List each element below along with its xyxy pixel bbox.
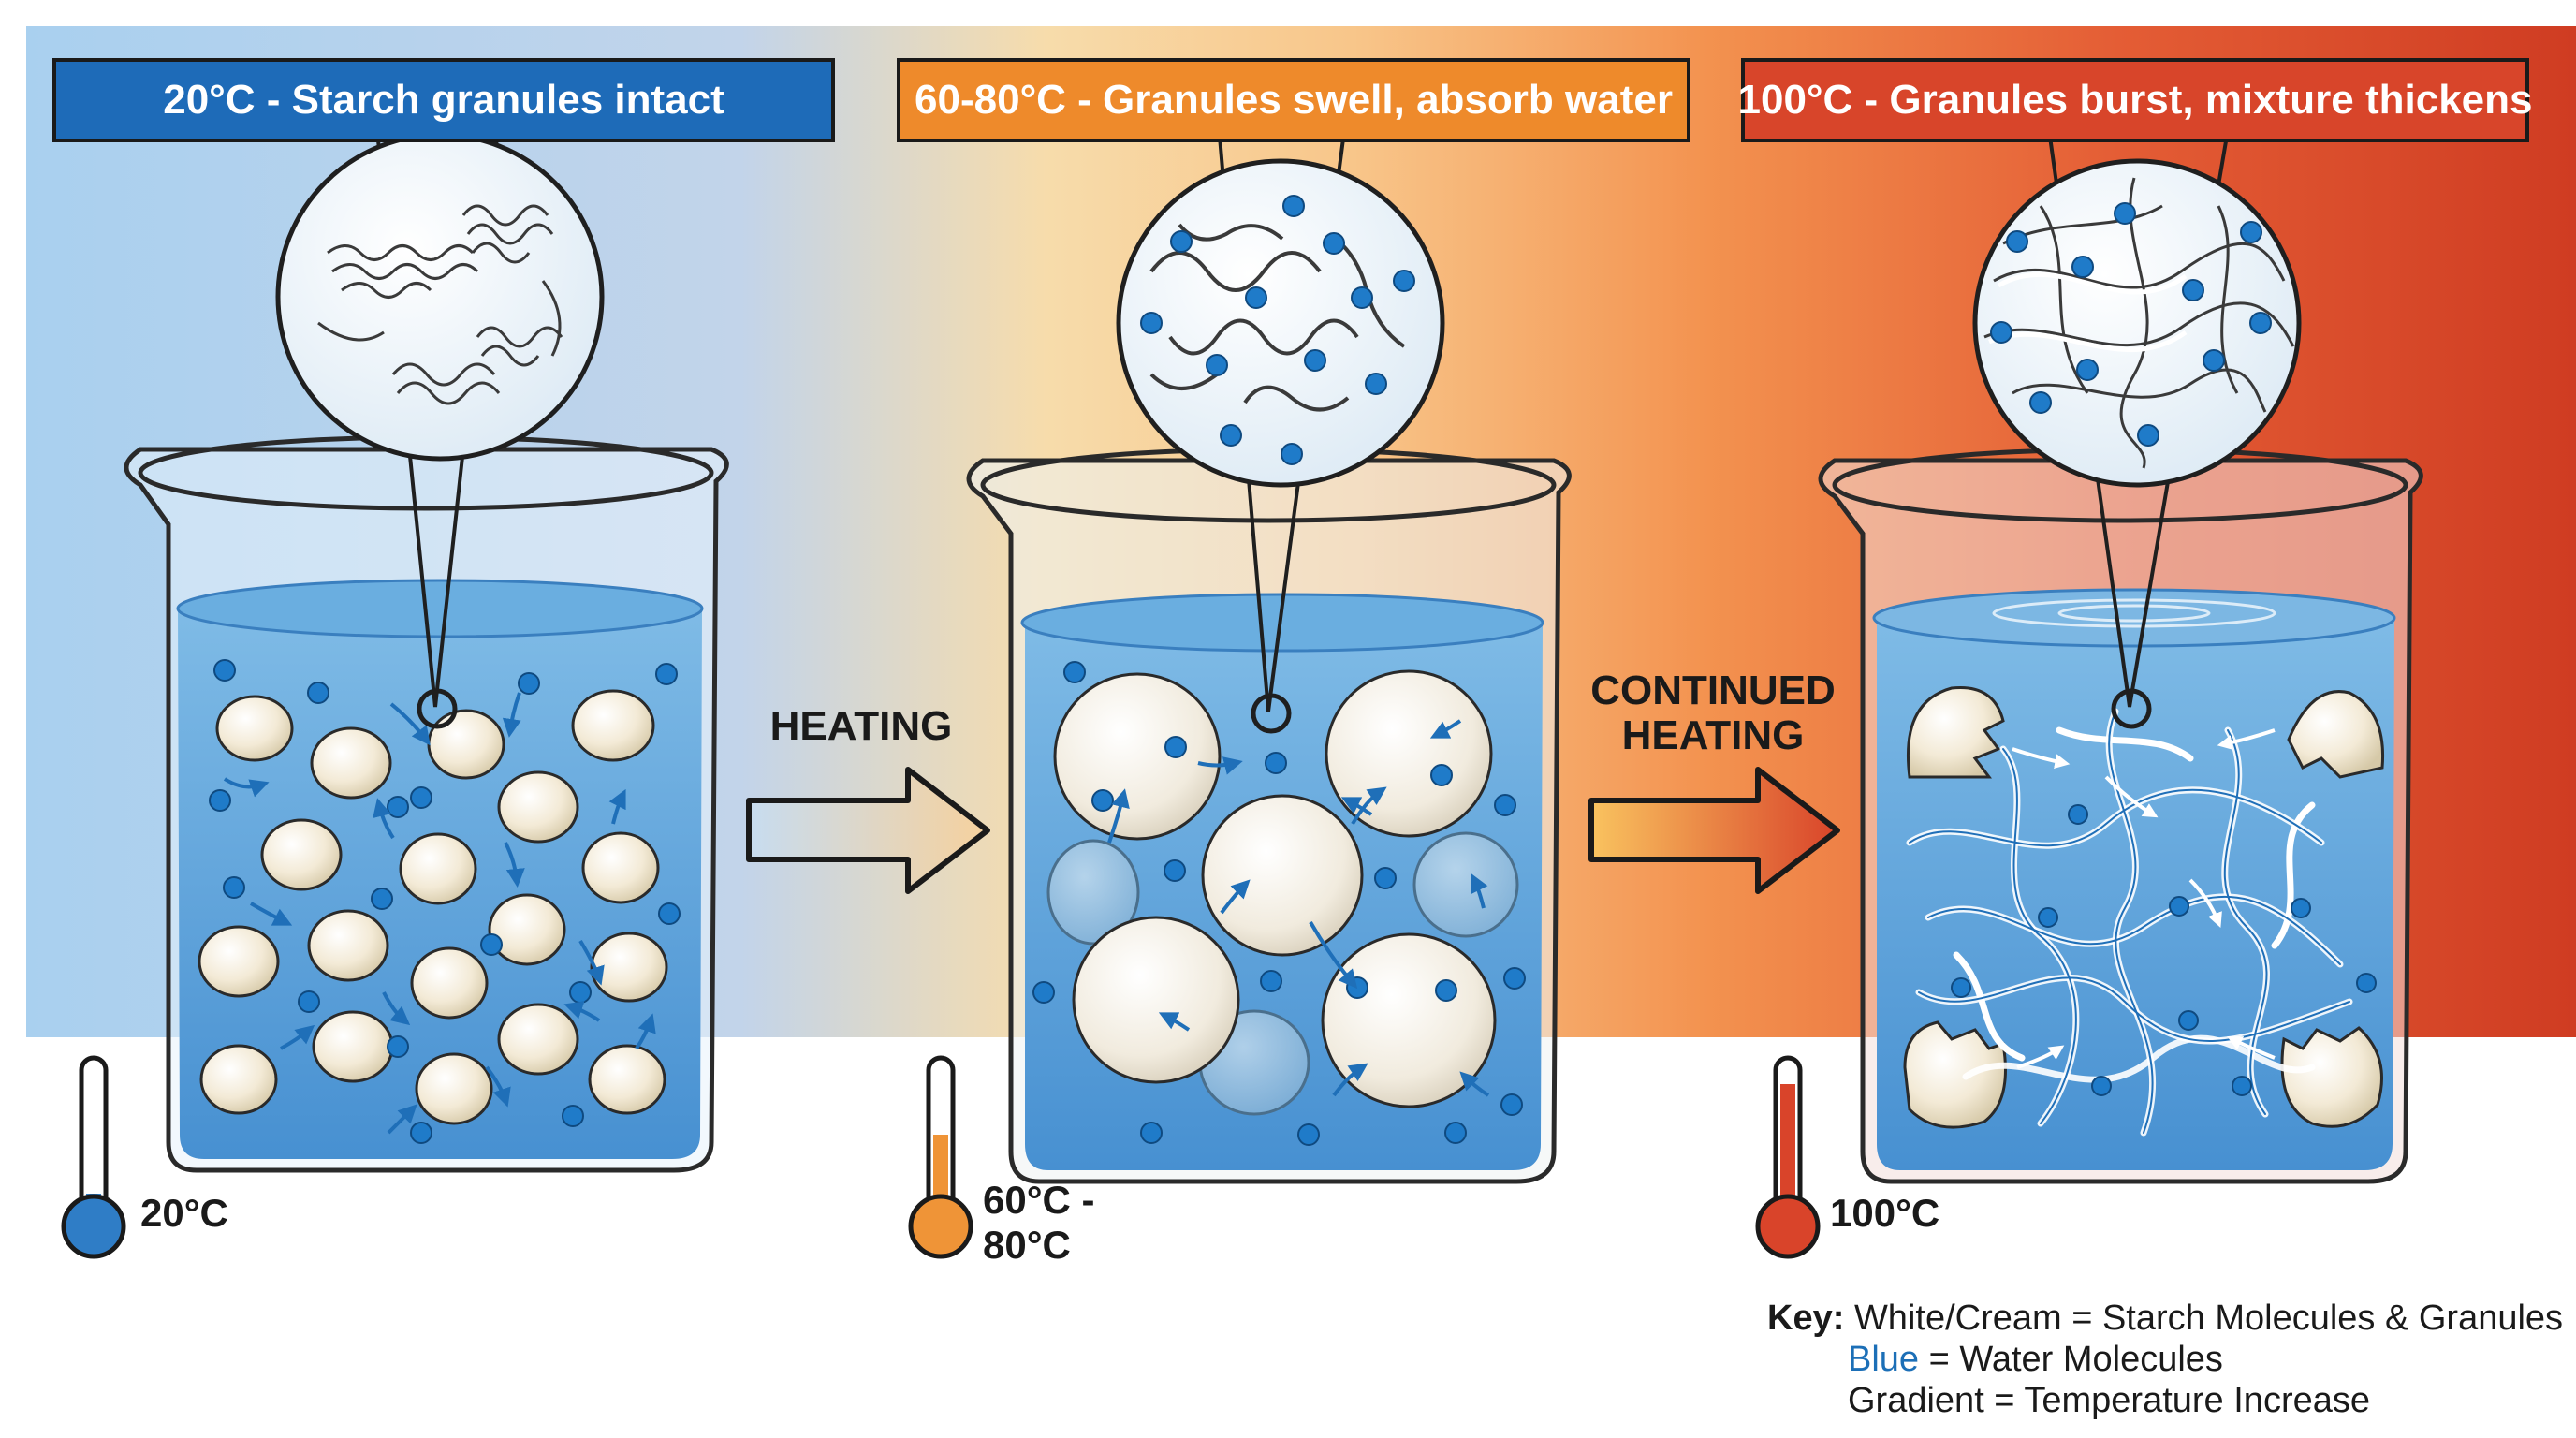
temperature-label-20c: 20°C <box>140 1191 228 1236</box>
key-gradient-entry: Gradient = Temperature Increase <box>1848 1381 2370 1420</box>
beaker-20c <box>124 102 729 1173</box>
motion-arrows <box>223 692 656 1135</box>
thermometer-100c <box>1755 1055 1821 1259</box>
temperature-label-60-80c: 60°C - 80°C <box>983 1178 1095 1268</box>
intact-granules <box>198 689 668 1125</box>
beaker-60-80c <box>966 102 1572 1184</box>
stage-banner-60-80c: 60-80°C - Granules swell, absorb water <box>897 58 1690 142</box>
stage-banner-20c: 20°C - Starch granules intact <box>52 58 835 142</box>
thermometer-20c <box>61 1055 126 1259</box>
heating-arrow <box>746 767 990 894</box>
key-blue-word: Blue <box>1848 1340 1920 1379</box>
stage-banner-100c: 100°C - Granules burst, mixture thickens <box>1738 58 2533 142</box>
temperature-label-100c: 100°C <box>1830 1191 1939 1236</box>
temperature-label-line2: 80°C <box>983 1223 1071 1267</box>
zoom-circle-swelling <box>1116 158 1445 488</box>
coiled-starch-chains <box>317 204 564 405</box>
continued-heating-line2: HEATING <box>1621 712 1805 758</box>
key-water-entry: = Water Molecules <box>1919 1340 2223 1379</box>
water-surface <box>176 579 704 638</box>
continued-heating-label: CONTINUED HEATING <box>1559 668 1867 758</box>
continued-heating-arrow <box>1588 767 1840 894</box>
burst-granule-shells <box>1903 685 2385 1129</box>
temperature-label-line1: 20°C <box>140 1191 228 1235</box>
legend-key: Key: White/Cream = Starch Molecules & Gr… <box>1767 1298 2563 1421</box>
key-title: Key: <box>1767 1299 1845 1338</box>
temperature-label-line1: 60°C - <box>983 1178 1095 1222</box>
thermometer-60-80c <box>908 1055 973 1259</box>
temperature-label-line1: 100°C <box>1830 1191 1940 1235</box>
key-starch-entry: White/Cream = Starch Molecules & Granule… <box>1853 1299 2564 1338</box>
continued-heating-line1: CONTINUED <box>1590 668 1836 713</box>
beaker-100c <box>1818 102 2423 1184</box>
heating-label: HEATING <box>769 703 953 749</box>
water-molecules <box>209 659 681 1144</box>
